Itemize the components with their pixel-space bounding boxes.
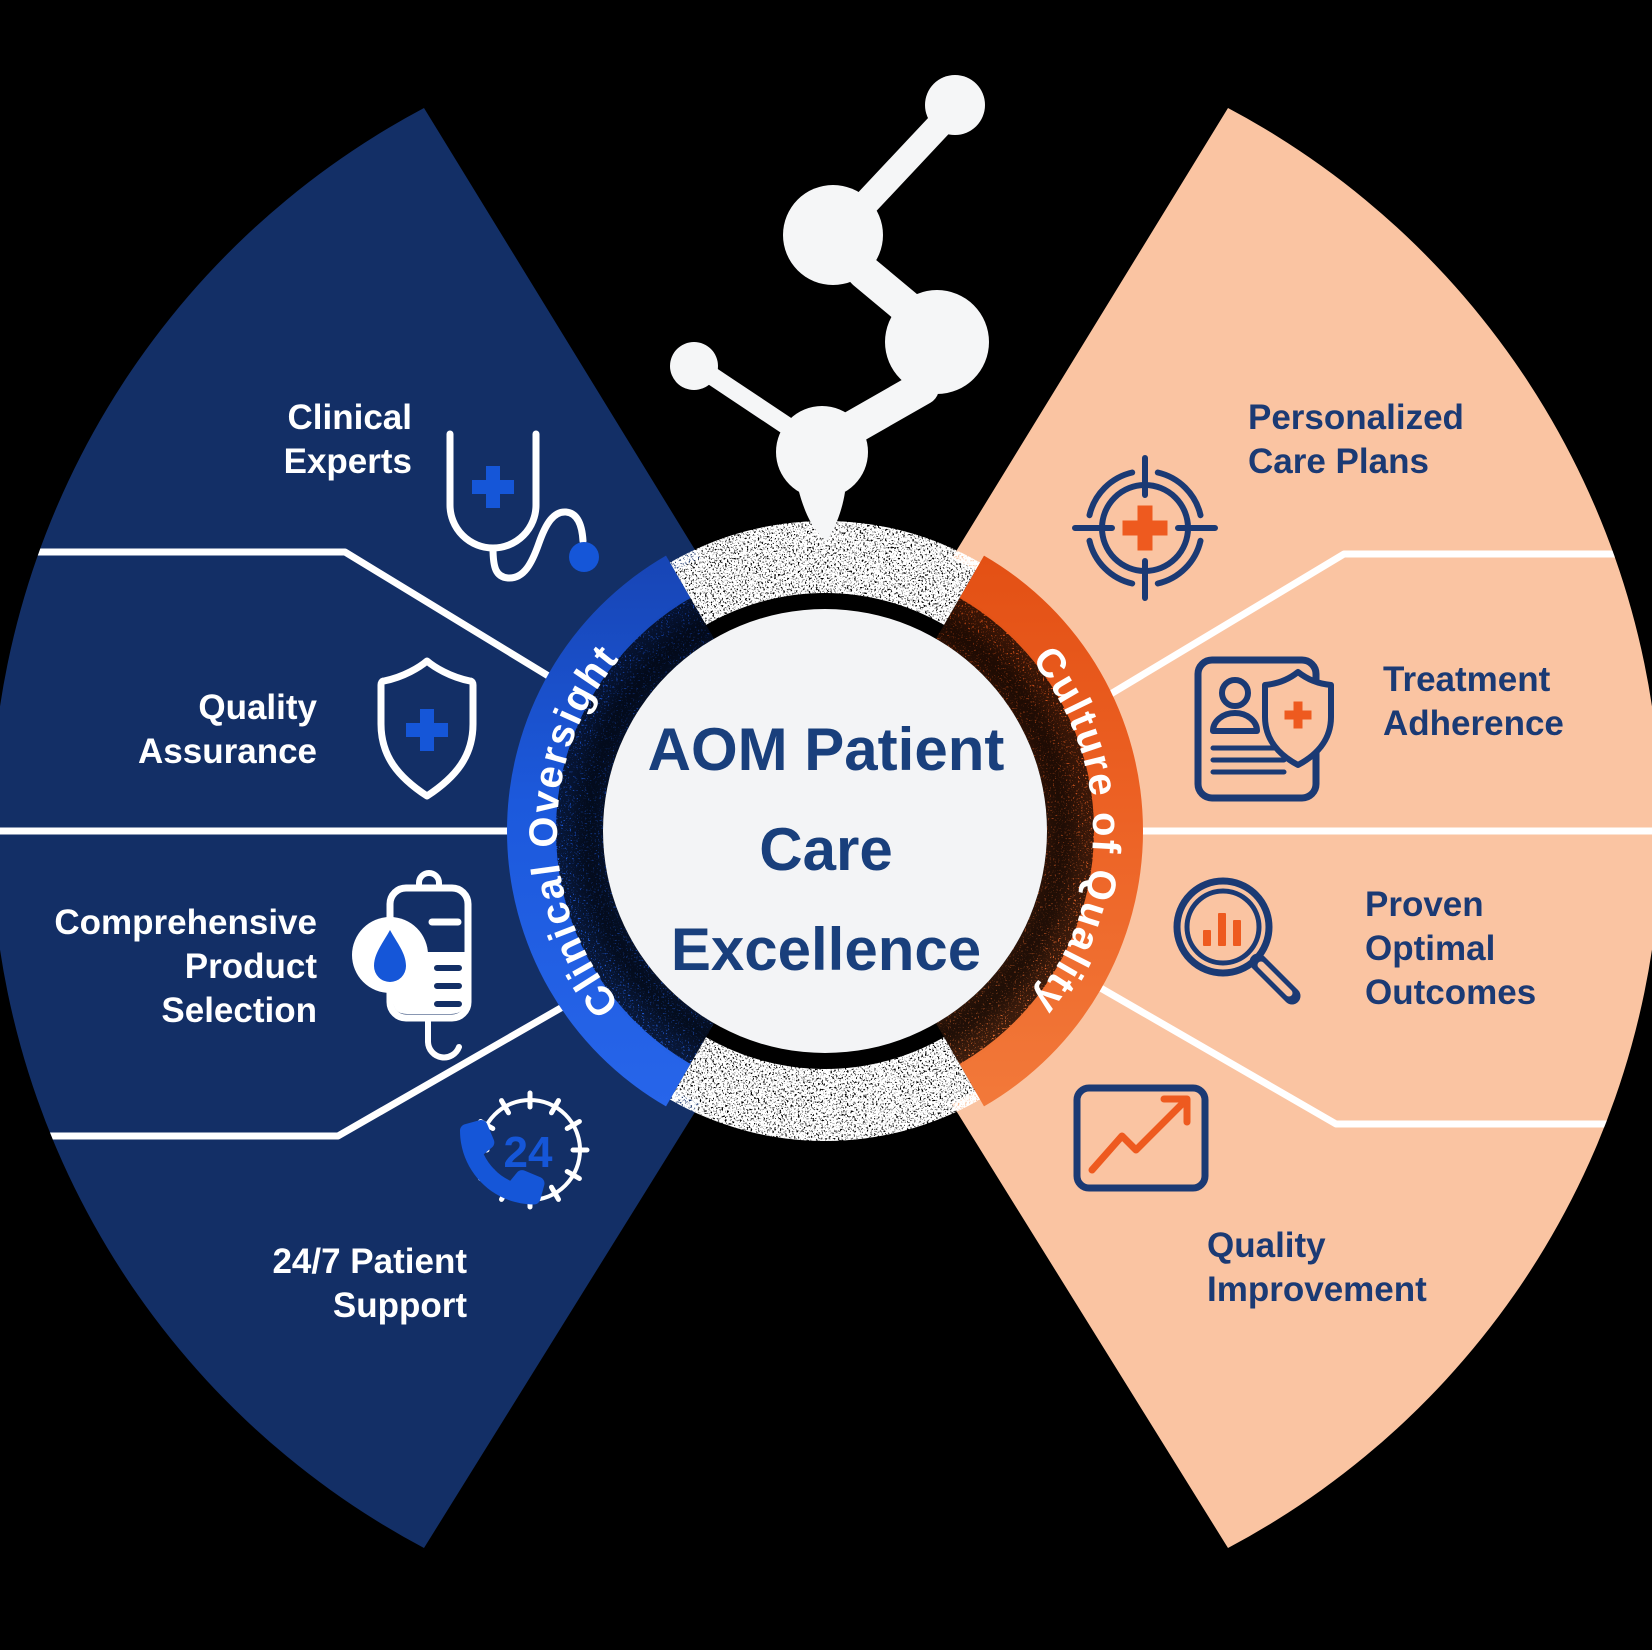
- label-line: Clinical: [287, 398, 412, 437]
- divider-line: [1012, 934, 1642, 1128]
- label-treatment-adherence: Treatment Adherence: [1383, 658, 1564, 746]
- label-line: Optimal: [1365, 929, 1496, 968]
- label-line: Comprehensive: [54, 903, 317, 942]
- stethoscope-icon: [446, 430, 599, 582]
- center-title: AOM Patient Care Excellence: [576, 700, 1076, 1000]
- label-clinical-experts: Clinical Experts: [284, 396, 412, 484]
- label-line: Assurance: [138, 732, 317, 771]
- label-line: Support: [332, 1286, 467, 1325]
- label-quality-improvement: Quality Improvement: [1207, 1224, 1427, 1312]
- label-line: Outcomes: [1365, 973, 1537, 1012]
- label-line: Quality: [1207, 1226, 1326, 1265]
- target-cross-icon: [1072, 455, 1218, 601]
- splash-logo: [670, 75, 989, 541]
- center-circle: [603, 609, 1047, 1053]
- label-comprehensive-product-selection: Comprehensive Product Selection: [54, 901, 317, 1033]
- label-line: Treatment: [1383, 660, 1551, 699]
- label-line: Quality: [198, 688, 317, 727]
- label-line: Adherence: [1383, 704, 1564, 743]
- divider-line: [10, 947, 662, 1140]
- magnifier-chart-icon: [1173, 877, 1301, 1005]
- badge-24: 24: [504, 1128, 553, 1177]
- label-line: Proven: [1365, 885, 1484, 924]
- label-line: Personalized: [1248, 398, 1464, 437]
- trend-chart-icon: [1073, 1084, 1209, 1192]
- label-line: Product: [184, 947, 317, 986]
- label-line: Improvement: [1207, 1270, 1427, 1309]
- label-line: 24/7 Patient: [272, 1242, 467, 1281]
- divider-line: [1012, 550, 1642, 756]
- label-proven-optimal-outcomes: Proven Optimal Outcomes: [1365, 883, 1536, 1015]
- culture-of-quality-arc: [936, 555, 1144, 1107]
- label-line: Experts: [283, 442, 412, 481]
- center-title-line: Excellence: [670, 916, 982, 983]
- label-quality-assurance: Quality Assurance: [138, 686, 317, 774]
- center-title-line: AOM Patient: [647, 716, 1005, 783]
- grain-shadow: [556, 520, 1094, 1142]
- label-line: Selection: [161, 991, 317, 1030]
- shield-cross-icon: [377, 657, 477, 800]
- center-title-line: Care: [759, 816, 893, 883]
- iv-bag-icon: [352, 870, 472, 1061]
- label-247-patient-support: 24/7 Patient Support: [272, 1240, 467, 1328]
- label-personalized-care-plans: Personalized Care Plans: [1248, 396, 1464, 484]
- phone-24-icon: 24: [460, 1090, 590, 1210]
- document-shield-icon: [1194, 656, 1334, 802]
- label-line: Care Plans: [1248, 442, 1429, 481]
- clinical-oversight-arc: [506, 555, 714, 1107]
